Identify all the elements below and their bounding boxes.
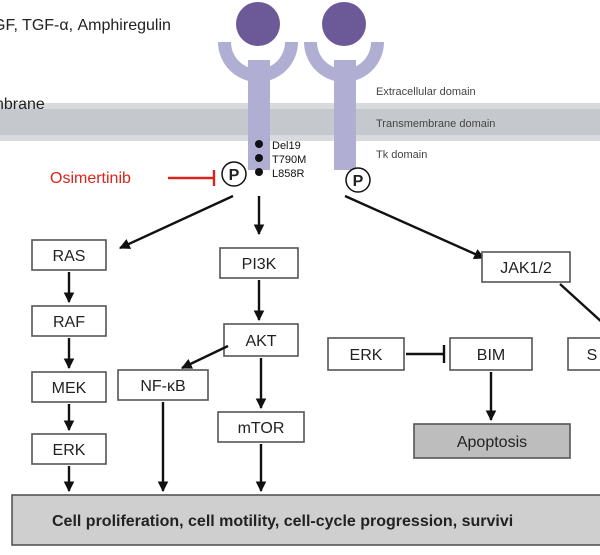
ligand-right <box>322 2 366 46</box>
node-akt-label: AKT <box>245 333 276 350</box>
edge-receptor-ras <box>119 194 234 250</box>
node-mek-label: MEK <box>52 380 87 397</box>
phospho-right: P <box>345 167 371 193</box>
node-raf-label: RAF <box>53 314 85 331</box>
edge-receptor-jak <box>344 194 485 260</box>
mutation-t790m: T790M <box>272 154 306 166</box>
node-ras <box>31 239 107 271</box>
mutation-dot-del19 <box>255 140 263 148</box>
node-mtor <box>217 411 305 443</box>
node-erk-mid-label: ERK <box>350 347 383 364</box>
egfr-receptor-left <box>218 42 298 170</box>
node-bim-label: BIM <box>477 347 505 364</box>
osimertinib-label: Osimertinib <box>50 170 131 187</box>
ligand-left <box>236 2 280 46</box>
mutation-dot-l858r <box>255 168 263 176</box>
node-erk-mid <box>327 337 405 371</box>
edge-jak-offscreen <box>559 283 600 322</box>
node-apoptosis-label: Apoptosis <box>457 434 527 451</box>
node-mek <box>31 371 107 403</box>
mutation-dot-t790m <box>255 154 263 162</box>
node-apoptosis <box>413 423 571 459</box>
node-jak-label: JAK1/2 <box>500 260 552 277</box>
node-pi3k-label: PI3K <box>242 256 277 273</box>
tk-domain-label: Tk domain <box>376 149 427 161</box>
node-erk-left <box>31 433 107 465</box>
mutation-del19: Del19 <box>272 140 301 152</box>
node-nfkb-label: NF-κB <box>140 378 185 395</box>
ligands-label: GF, TGF-α, Amphiregulin <box>0 17 171 34</box>
node-akt <box>223 323 299 357</box>
mutation-l858r: L858R <box>272 168 304 180</box>
extracellular-domain-label: Extracellular domain <box>376 86 476 98</box>
node-erk-left-label: ERK <box>53 442 86 459</box>
node-partial-right <box>567 337 600 371</box>
node-bim <box>449 337 533 371</box>
outcome-label: Cell proliferation, cell motility, cell-… <box>52 513 513 530</box>
node-partial-right-label: S <box>587 347 598 364</box>
svg-text:P: P <box>353 173 364 190</box>
membrane-label: nbrane <box>0 96 45 113</box>
svg-text:P: P <box>229 167 240 184</box>
inhibition-erk-bim <box>406 345 446 363</box>
cell-membrane <box>0 103 600 141</box>
phospho-left: P <box>221 161 247 187</box>
node-mtor-label: mTOR <box>238 420 285 437</box>
transmembrane-domain-label: Transmembrane domain <box>376 118 495 130</box>
node-nfkb <box>117 369 209 401</box>
node-pi3k <box>219 247 299 279</box>
edge-akt-nfkb <box>181 344 229 370</box>
node-ras-label: RAS <box>53 248 86 265</box>
outcome-bar <box>11 494 600 546</box>
inhibition-bar-osimertinib <box>168 170 216 186</box>
egfr-receptor-right <box>304 42 384 170</box>
node-jak <box>481 251 571 283</box>
node-raf <box>31 305 107 337</box>
